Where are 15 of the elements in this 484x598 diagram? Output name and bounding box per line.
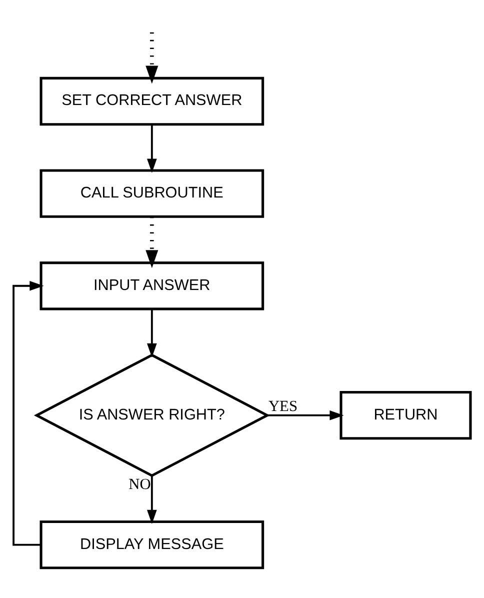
node-box: RETURN: [340, 390, 472, 440]
node-box: INPUT ANSWER: [40, 261, 264, 310]
edge-label: NO: [128, 476, 151, 493]
edge-label: YES: [268, 397, 298, 414]
node-box: DISPLAY MESSAGE: [40, 520, 264, 569]
node-diamond: IS ANSWER RIGHT?: [34, 353, 270, 477]
arrow: [146, 124, 157, 172]
arrow: [146, 32, 158, 84]
arrow: [146, 475, 157, 524]
arrow: [146, 216, 158, 268]
node-box: SET CORRECT ANSWER: [40, 76, 264, 126]
node-box: CALL SUBROUTINE: [40, 168, 264, 218]
arrow: [267, 410, 344, 420]
arrow: [12, 280, 44, 546]
arrow: [146, 308, 157, 357]
